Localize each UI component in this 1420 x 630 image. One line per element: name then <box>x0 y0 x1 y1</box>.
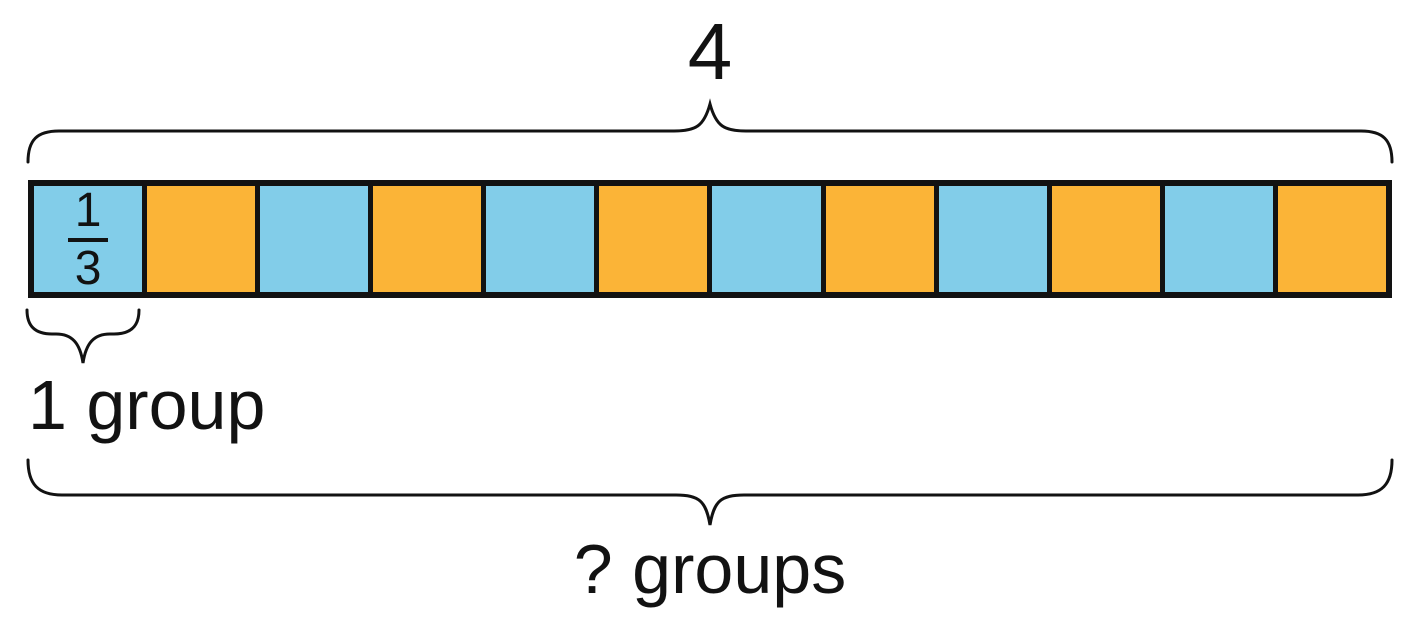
bar-cell-9 <box>938 186 1047 292</box>
bar-cell-3 <box>260 186 369 292</box>
bar-cell-10 <box>1051 186 1160 292</box>
fraction-denominator: 3 <box>74 241 102 295</box>
bar-cell-12 <box>1277 186 1386 292</box>
one-group-label: 1 group <box>28 366 266 444</box>
one-group-brace <box>25 308 141 364</box>
groups-question-label: ? groups <box>573 530 847 608</box>
bar-cell-5 <box>486 186 595 292</box>
fraction-numerator: 1 <box>67 187 109 242</box>
bottom-brace <box>26 458 1394 526</box>
third-dashed-separator <box>1272 186 1278 292</box>
bar-cell-2 <box>147 186 256 292</box>
third-dashed-separator <box>142 186 148 292</box>
bar-cell-7 <box>712 186 821 292</box>
third-dashed-separator <box>933 186 939 292</box>
third-dashed-separator <box>255 186 261 292</box>
top-brace <box>26 98 1394 164</box>
third-dashed-separator <box>1159 186 1165 292</box>
bar-cell-4 <box>373 186 482 292</box>
whole-boundary-separator <box>368 186 374 292</box>
total-label: 4 <box>687 7 733 96</box>
third-dashed-separator <box>594 186 600 292</box>
whole-boundary-separator <box>707 186 713 292</box>
bar-cell-8 <box>825 186 934 292</box>
bar-cell-11 <box>1164 186 1273 292</box>
third-dashed-separator <box>820 186 826 292</box>
third-dashed-separator <box>481 186 487 292</box>
whole-boundary-separator <box>1046 186 1052 292</box>
bar-cell-6 <box>599 186 708 292</box>
